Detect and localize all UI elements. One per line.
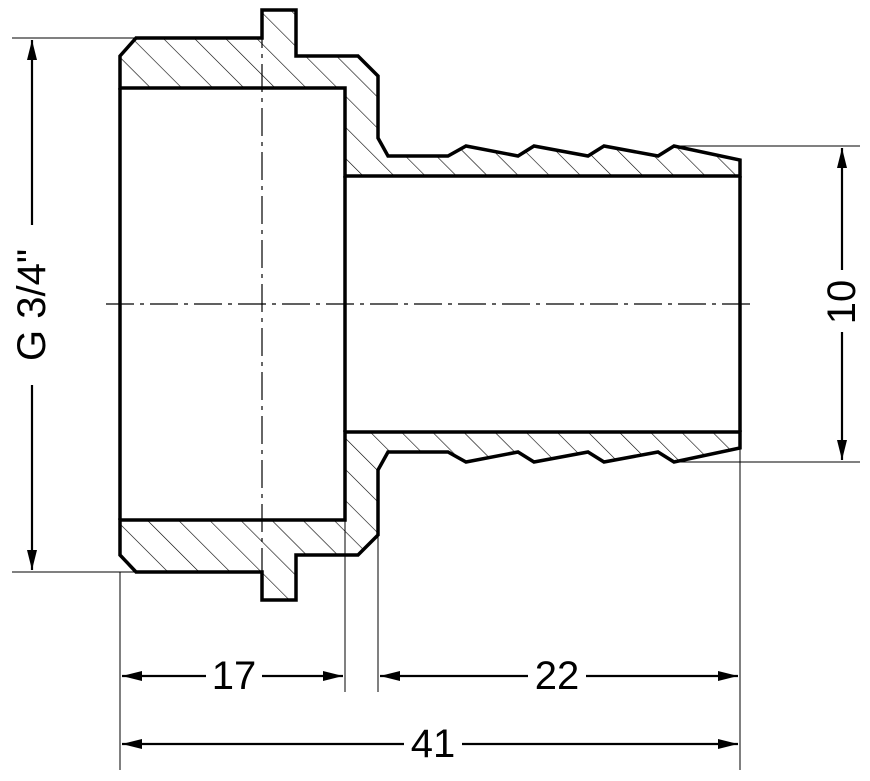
thread-length-label: 17 bbox=[212, 654, 257, 698]
total-length-label: 41 bbox=[411, 722, 456, 766]
thread-dimension-label: G 3/4" bbox=[10, 249, 54, 361]
barb-length-label: 22 bbox=[535, 654, 580, 698]
thread-length-dimension: 17 bbox=[122, 654, 343, 698]
lower-wall-section bbox=[118, 430, 742, 602]
hose-diameter-dimension: 10 bbox=[820, 148, 864, 460]
hose-diameter-label: 10 bbox=[820, 280, 864, 325]
thread-dimension: G 3/4" bbox=[10, 40, 54, 570]
barb-length-dimension: 22 bbox=[380, 654, 738, 698]
extension-lines bbox=[12, 37, 860, 770]
upper-wall-section bbox=[118, 8, 742, 178]
total-length-dimension: 41 bbox=[122, 722, 738, 766]
